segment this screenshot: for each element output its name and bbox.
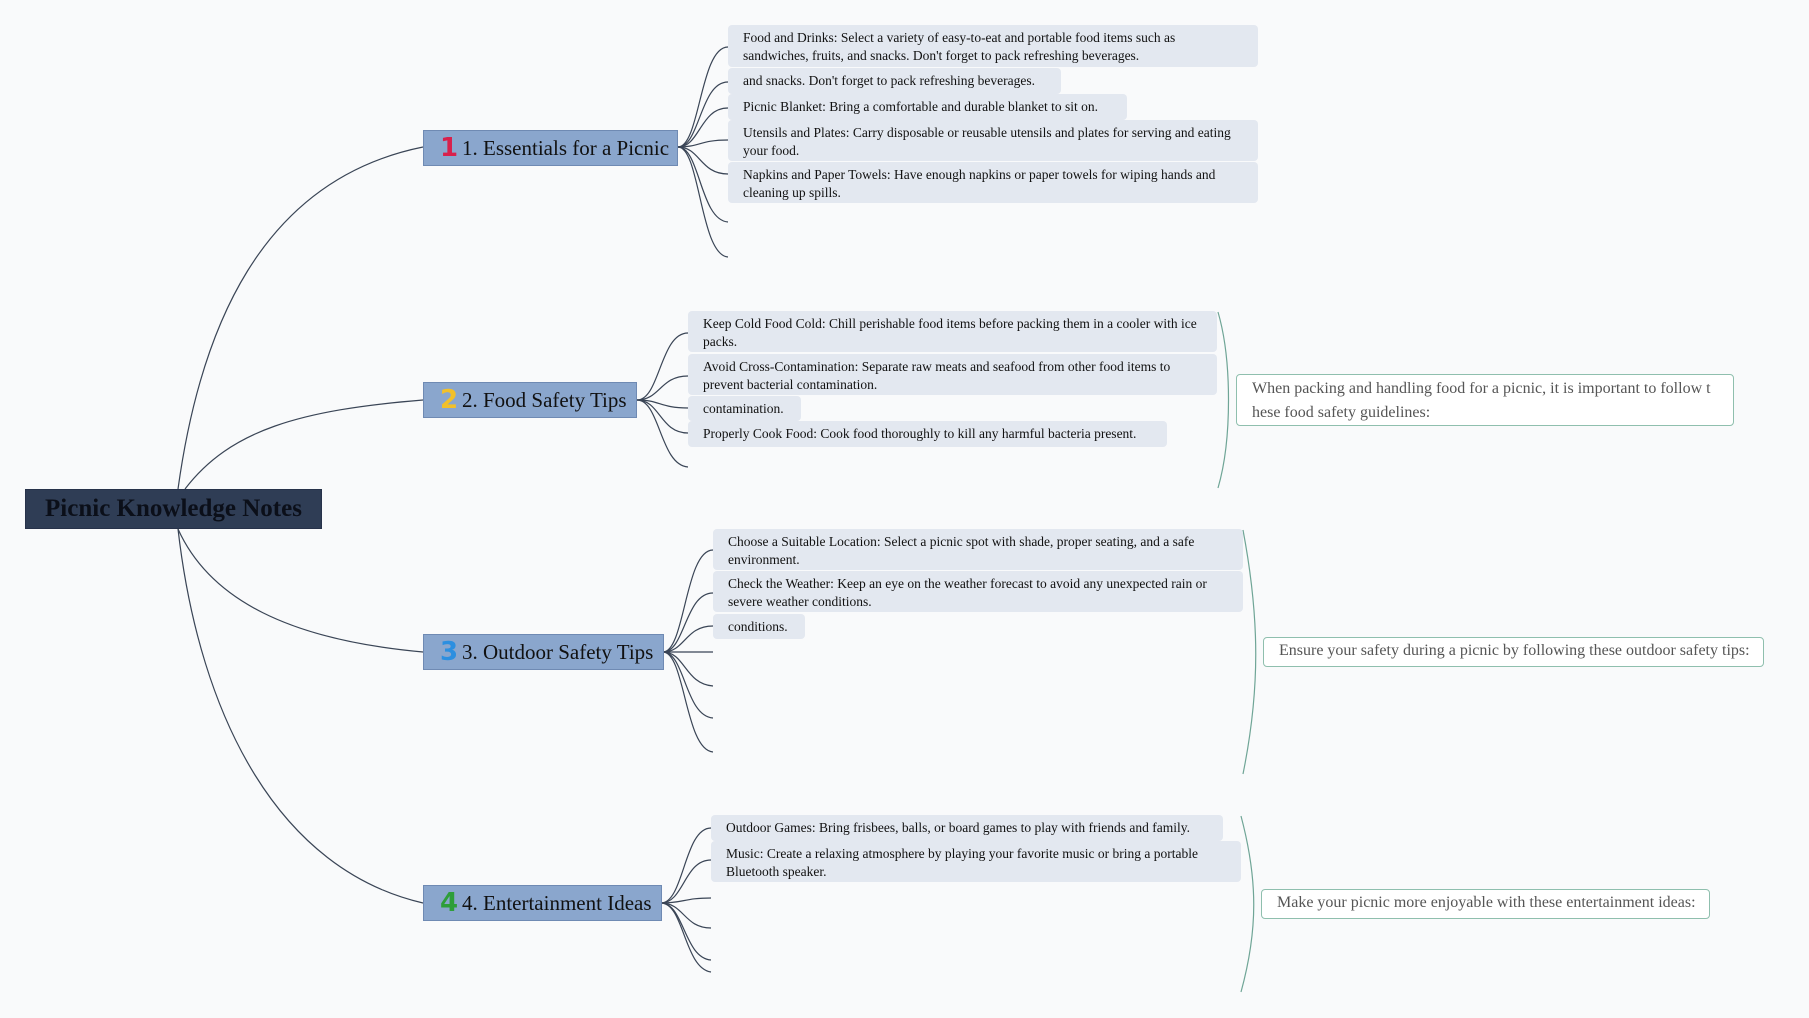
leaf-picnic-blanket[interactable]: Picnic Blanket: Bring a comfortable and … <box>728 94 1127 120</box>
branch-4-leaf-link <box>660 902 712 961</box>
branch-4-leaf-link <box>660 897 712 904</box>
number-4-icon: 4 <box>439 888 459 918</box>
summary-bracket-2 <box>1217 311 1230 489</box>
branch-4-leaf-link <box>660 902 712 929</box>
branch-1-leaf-link <box>677 46 729 148</box>
root-branch-3-link <box>177 528 424 653</box>
leaf-outdoor-games[interactable]: Outdoor Games: Bring frisbees, balls, or… <box>711 815 1223 841</box>
branch-3-leaf-link <box>662 592 714 653</box>
leaf-contamination-cont[interactable]: contamination. <box>688 396 801 421</box>
summary-outdoor-safety[interactable]: Ensure your safety during a picnic by fo… <box>1263 637 1764 667</box>
leaf-text: Choose a Suitable Location: Select a pic… <box>728 534 1195 567</box>
leaf-text: Keep Cold Food Cold: Chill perishable fo… <box>703 316 1197 349</box>
branch-title: 1. Essentials for a Picnic <box>462 135 670 160</box>
leaf-text: Napkins and Paper Towels: Have enough na… <box>743 167 1216 200</box>
summary-bracket-4 <box>1240 815 1255 993</box>
branch-2-leaf-link <box>636 332 689 401</box>
branch-2-leaf-link <box>636 399 689 434</box>
root-topic[interactable]: Picnic Knowledge Notes <box>25 489 322 529</box>
number-3-icon: 3 <box>439 637 459 667</box>
branch-4-leaf-link <box>660 827 712 904</box>
branch-1-leaf-link <box>677 146 729 175</box>
leaf-food-and-drinks[interactable]: Food and Drinks: Select a variety of eas… <box>728 25 1258 67</box>
number-1-icon: 1 <box>439 133 459 163</box>
branch-4-leaf-link <box>660 902 712 973</box>
leaf-utensils-and-plates[interactable]: Utensils and Plates: Carry disposable or… <box>728 120 1258 161</box>
summary-text: Make your picnic more enjoyable with the… <box>1277 894 1696 911</box>
branch-3-leaf-link <box>662 625 714 653</box>
branch-4-leaf-link <box>660 859 712 904</box>
branch-1-leaf-link <box>677 81 729 148</box>
branch-1-leaf-link <box>677 146 729 223</box>
leaf-choose-location[interactable]: Choose a Suitable Location: Select a pic… <box>713 529 1243 570</box>
root-branch-1-link <box>177 146 424 490</box>
branch-2-leaf-link <box>636 375 689 401</box>
leaf-food-and-drinks-cont[interactable]: and snacks. Don't forget to pack refresh… <box>728 68 1061 94</box>
branch-3-leaf-link <box>662 549 714 653</box>
leaf-properly-cook-food[interactable]: Properly Cook Food: Cook food thoroughly… <box>688 421 1167 447</box>
leaf-text: conditions. <box>728 619 788 634</box>
summary-bracket-3 <box>1242 529 1257 775</box>
leaf-conditions-cont[interactable]: conditions. <box>713 614 805 639</box>
leaf-text: contamination. <box>703 401 784 416</box>
branch-essentials[interactable]: 1 1. Essentials for a Picnic <box>423 130 678 166</box>
leaf-text: Music: Create a relaxing atmosphere by p… <box>726 846 1198 879</box>
branch-food-safety[interactable]: 2 2. Food Safety Tips <box>423 382 637 418</box>
leaf-music[interactable]: Music: Create a relaxing atmosphere by p… <box>711 841 1241 882</box>
summary-text: When packing and handling food for a pic… <box>1252 380 1711 421</box>
leaf-avoid-cross-contamination[interactable]: Avoid Cross-Contamination: Separate raw … <box>688 354 1217 395</box>
branch-1-leaf-link <box>677 107 729 148</box>
root-branch-4-link <box>177 528 424 904</box>
leaf-text: Avoid Cross-Contamination: Separate raw … <box>703 359 1171 392</box>
leaf-text: Food and Drinks: Select a variety of eas… <box>743 30 1176 63</box>
branch-3-leaf-link <box>662 651 714 719</box>
branch-title: 4. Entertainment Ideas <box>462 890 652 915</box>
branch-1-leaf-link <box>677 146 729 258</box>
leaf-text: Picnic Blanket: Bring a comfortable and … <box>743 99 1099 114</box>
branch-3-leaf-link <box>662 651 714 687</box>
branch-1-leaf-link <box>677 139 729 148</box>
branch-outdoor-safety[interactable]: 3 3. Outdoor Safety Tips <box>423 634 664 670</box>
root-branch-2-link <box>184 399 424 490</box>
summary-entertainment[interactable]: Make your picnic more enjoyable with the… <box>1261 889 1710 919</box>
leaf-napkins[interactable]: Napkins and Paper Towels: Have enough na… <box>728 162 1258 203</box>
summary-food-safety[interactable]: When packing and handling food for a pic… <box>1236 374 1734 426</box>
branch-title: 3. Outdoor Safety Tips <box>462 639 654 664</box>
leaf-text: Properly Cook Food: Cook food thoroughly… <box>703 426 1137 441</box>
number-2-icon: 2 <box>439 385 459 415</box>
leaf-check-weather[interactable]: Check the Weather: Keep an eye on the we… <box>713 571 1243 612</box>
leaf-text: and snacks. Don't forget to pack refresh… <box>743 73 1035 88</box>
branch-3-leaf-link <box>662 651 714 753</box>
branch-entertainment[interactable]: 4 4. Entertainment Ideas <box>423 885 662 921</box>
branch-2-leaf-link <box>636 399 689 468</box>
leaf-text: Check the Weather: Keep an eye on the we… <box>728 576 1207 609</box>
leaf-text: Utensils and Plates: Carry disposable or… <box>743 125 1231 158</box>
branch-title: 2. Food Safety Tips <box>462 387 627 412</box>
leaf-text: Outdoor Games: Bring frisbees, balls, or… <box>726 820 1191 835</box>
summary-text: Ensure your safety during a picnic by fo… <box>1279 642 1750 659</box>
leaf-keep-cold-food-cold[interactable]: Keep Cold Food Cold: Chill perishable fo… <box>688 311 1217 352</box>
root-topic-title: Picnic Knowledge Notes <box>45 495 302 522</box>
